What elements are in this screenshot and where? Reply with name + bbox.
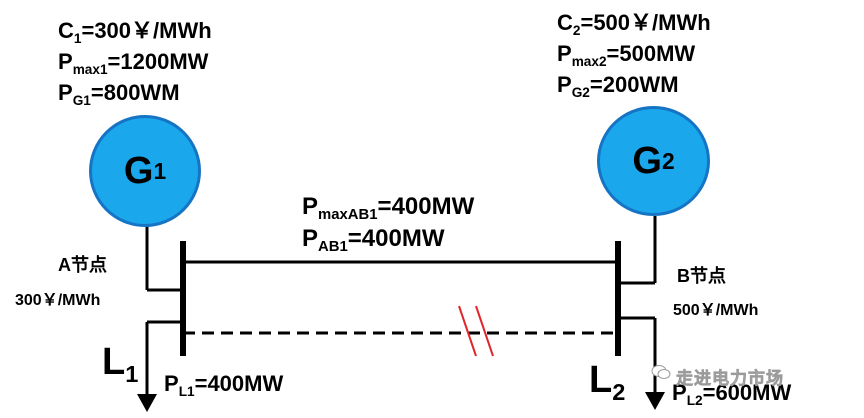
wechat-icon bbox=[651, 365, 671, 379]
load1-arrow bbox=[137, 394, 157, 412]
gen2-pmax: Pmax2=500MW bbox=[557, 41, 696, 69]
node-b-price: 500￥/MWh bbox=[673, 302, 759, 319]
load2-power: PL2=600MW bbox=[672, 380, 792, 408]
gen1-pmax: Pmax1=1200MW bbox=[58, 49, 209, 77]
load1-label: L1 bbox=[102, 341, 139, 388]
gen1-output: PG1=800WM bbox=[58, 80, 180, 108]
watermark-text: 走进电力市场 bbox=[676, 369, 784, 390]
load1-power: PL1=400MW bbox=[164, 371, 284, 399]
gen2-cost: C2=500￥/MWh bbox=[557, 10, 711, 38]
gen2-output: PG2=200WM bbox=[557, 72, 679, 100]
load2-arrow bbox=[645, 392, 665, 410]
gen1-cost: C1=300￥/MWh bbox=[58, 18, 212, 46]
node-a-price: 300￥/MWh bbox=[15, 292, 101, 309]
line-flow: PAB1=400MW bbox=[302, 225, 445, 256]
node-b-name: B节点 bbox=[677, 266, 726, 286]
load2-label: L2 bbox=[589, 359, 626, 406]
fault-mark-2 bbox=[475, 305, 494, 357]
fault-mark-1 bbox=[458, 305, 477, 357]
node-a-name: A节点 bbox=[58, 255, 107, 275]
line-pmax: PmaxAB1=400MW bbox=[302, 193, 475, 224]
